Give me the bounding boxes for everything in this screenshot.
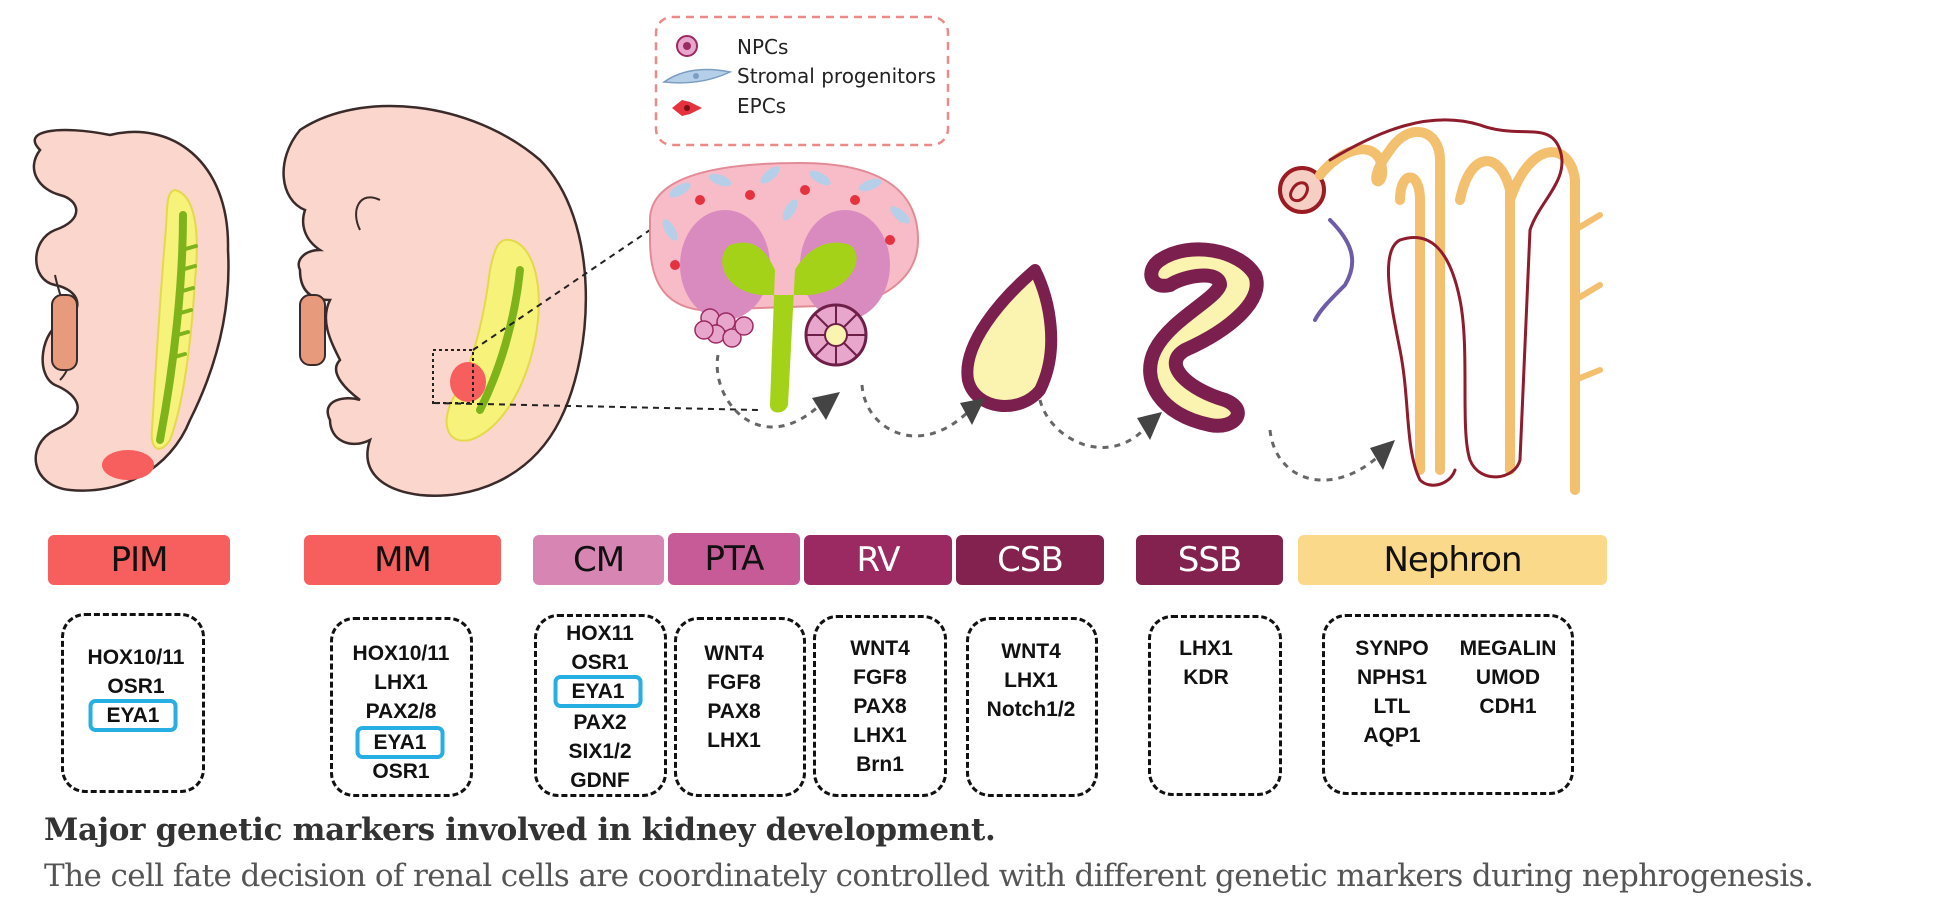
- marker-cm-5: SIX1/2: [568, 740, 632, 763]
- embryo-early-illustration: [32, 128, 230, 492]
- marker-pim-3-highlighted: EYA1: [88, 699, 178, 732]
- marker-box-pim: [61, 613, 205, 793]
- marker-cm-6: GDNF: [570, 769, 630, 792]
- marker-box-pta: [674, 617, 806, 797]
- marker-nephron-left-4: AQP1: [1363, 724, 1421, 747]
- zoom-line-top: [472, 229, 651, 351]
- marker-rv-5: Brn1: [856, 753, 904, 776]
- marker-nephron-left-2: NPHS1: [1356, 666, 1428, 689]
- marker-nephron-right-2: UMOD: [1475, 666, 1541, 689]
- marker-ssb-1: LHX1: [1179, 637, 1233, 660]
- marker-csb-3: Notch1/2: [986, 698, 1076, 721]
- marker-mm-3: PAX2/8: [365, 700, 437, 723]
- marker-box-mm: [330, 617, 473, 797]
- legend-label-epcs: EPCs: [737, 94, 787, 118]
- embryo-later-illustration: [282, 104, 588, 497]
- stage-label-cm: CM: [533, 535, 664, 585]
- marker-rv-1: WNT4: [850, 637, 910, 660]
- arrow-head-1: [812, 392, 840, 420]
- arrow-head-4: [1370, 440, 1395, 470]
- marker-rv-2: FGF8: [853, 666, 907, 689]
- marker-nephron-right-3: CDH1: [1479, 695, 1537, 718]
- legend-label-stromal: Stromal progenitors: [737, 64, 936, 88]
- figure-caption-title: Major genetic markers involved in kidney…: [44, 812, 996, 848]
- marker-nephron-right-1: MEGALIN: [1459, 637, 1557, 660]
- stage-label-mm: MM: [304, 535, 501, 585]
- marker-mm-2: LHX1: [374, 671, 428, 694]
- marker-csb-2: LHX1: [1004, 669, 1058, 692]
- stage-label-pta: PTA: [668, 533, 800, 585]
- marker-pim-1: HOX10/11: [87, 646, 185, 669]
- renal-vesicle-illustration: [961, 264, 1058, 412]
- marker-cm-3-highlighted: EYA1: [553, 675, 643, 708]
- marker-pta-3: PAX8: [707, 700, 761, 723]
- legend-box: [654, 15, 950, 147]
- stage-label-pim: PIM: [48, 535, 230, 585]
- marker-mm-4-highlighted: EYA1: [355, 726, 445, 759]
- marker-csb-1: WNT4: [1001, 640, 1061, 663]
- pretubular-aggregate-illustration: [804, 303, 868, 367]
- cap-mesenchyme-illustration: [649, 161, 920, 413]
- marker-mm-1: HOX10/11: [352, 642, 450, 665]
- marker-cm-1: HOX11: [566, 622, 634, 645]
- progression-arrows: [715, 354, 1382, 482]
- arrow-head-2: [960, 398, 985, 425]
- marker-nephron-left-1: SYNPO: [1355, 637, 1429, 660]
- marker-pta-1: WNT4: [704, 642, 764, 665]
- marker-rv-4: LHX1: [853, 724, 907, 747]
- marker-box-cm: [534, 614, 667, 797]
- marker-nephron-left-3: LTL: [1373, 695, 1411, 718]
- marker-cm-2: OSR1: [571, 651, 629, 674]
- marker-box-csb: [966, 617, 1098, 797]
- stage-label-nephron: Nephron: [1298, 535, 1607, 585]
- stage-label-rv: RV: [804, 535, 952, 585]
- marker-pta-2: FGF8: [707, 671, 761, 694]
- marker-ssb-2: KDR: [1183, 666, 1229, 689]
- legend-label-npcs: NPCs: [737, 35, 789, 59]
- nephron-illustration: [1278, 118, 1603, 495]
- marker-pta-4: LHX1: [707, 729, 761, 752]
- npc-cell-icon: [676, 35, 698, 57]
- s-shaped-body-illustration: [1143, 242, 1264, 433]
- stage-label-csb: CSB: [956, 535, 1104, 585]
- marker-box-ssb: [1148, 615, 1282, 796]
- marker-box-nephron: [1322, 614, 1574, 795]
- marker-rv-3: PAX8: [853, 695, 907, 718]
- stage-label-ssb: SSB: [1136, 535, 1283, 585]
- figure-caption-body: The cell fate decision of renal cells ar…: [44, 858, 1814, 894]
- epc-cell-icon: [672, 100, 702, 116]
- marker-box-rv: [813, 615, 947, 797]
- arrow-head-3: [1137, 412, 1162, 440]
- marker-cm-4: PAX2: [573, 711, 627, 734]
- stromal-cell-icon: [661, 68, 733, 84]
- marker-pim-2: OSR1: [107, 675, 165, 698]
- marker-mm-5: OSR1: [372, 760, 430, 783]
